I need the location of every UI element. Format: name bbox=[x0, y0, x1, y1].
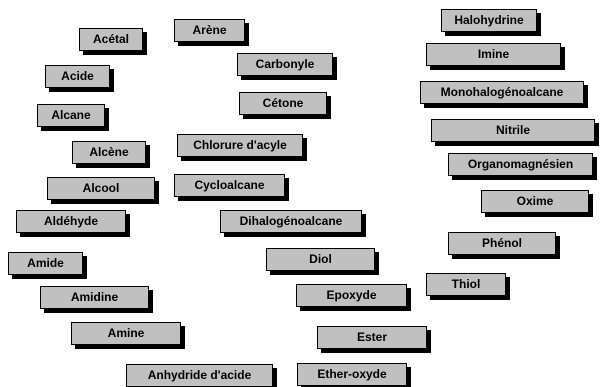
tag-epoxyde[interactable]: Epoxyde bbox=[296, 284, 407, 307]
tag-nitrile[interactable]: Nitrile bbox=[431, 119, 595, 142]
tag-anhydride-dacide[interactable]: Anhydride d'acide bbox=[126, 364, 273, 387]
tag-ester[interactable]: Ester bbox=[317, 326, 427, 349]
tag-halohydrine[interactable]: Halohydrine bbox=[441, 9, 537, 32]
tag-ether-oxyde[interactable]: Ether-oxyde bbox=[297, 363, 407, 386]
tag-carbonyle[interactable]: Carbonyle bbox=[237, 53, 333, 76]
tag-amidine[interactable]: Amidine bbox=[40, 286, 149, 309]
tag-acide[interactable]: Acide bbox=[45, 65, 110, 88]
tag-cycloalcane[interactable]: Cycloalcane bbox=[174, 174, 285, 197]
tag-monohalogenoalcane[interactable]: Monohalogénoalcane bbox=[420, 81, 584, 104]
tag-amine[interactable]: Amine bbox=[71, 322, 181, 345]
tag-alcene[interactable]: Alcène bbox=[72, 141, 146, 164]
tag-chlorure-dacyle[interactable]: Chlorure d'acyle bbox=[177, 134, 303, 157]
tag-phenol[interactable]: Phénol bbox=[448, 232, 556, 255]
tag-cetone[interactable]: Cétone bbox=[239, 92, 327, 115]
tag-arene[interactable]: Arène bbox=[174, 19, 245, 42]
tag-acetal[interactable]: Acétal bbox=[79, 28, 143, 51]
tag-organomagnesien[interactable]: Organomagnésien bbox=[448, 153, 593, 176]
tag-amide[interactable]: Amide bbox=[8, 252, 83, 275]
tag-oxime[interactable]: Oxime bbox=[481, 190, 589, 213]
tag-dihalogenoalcane[interactable]: Dihalogénoalcane bbox=[220, 210, 362, 233]
tag-thiol[interactable]: Thiol bbox=[426, 273, 506, 296]
tag-diol[interactable]: Diol bbox=[266, 248, 375, 271]
tag-aldehyde[interactable]: Aldéhyde bbox=[16, 210, 126, 233]
tag-imine[interactable]: Imine bbox=[426, 43, 561, 66]
tag-alcane[interactable]: Alcane bbox=[37, 104, 105, 127]
tag-alcool[interactable]: Alcool bbox=[47, 177, 155, 200]
